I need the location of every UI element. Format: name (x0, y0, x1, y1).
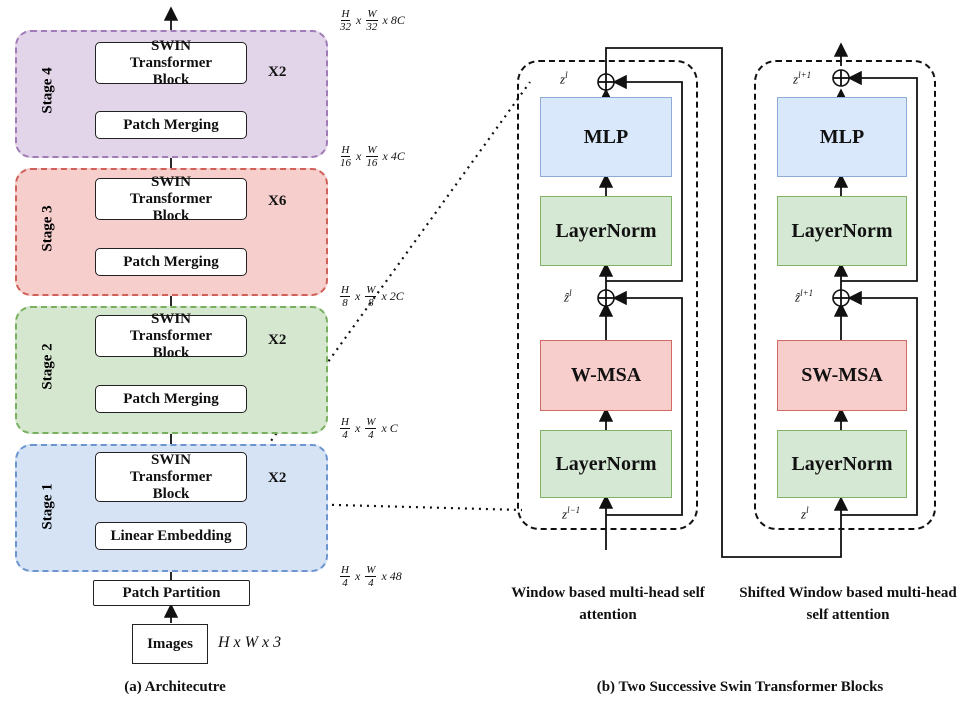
w-z-bottom: zl−1 (562, 505, 581, 522)
sw-layernorm-top: LayerNorm (777, 196, 907, 266)
sw-block-container (754, 60, 936, 530)
stage-3-swin-block: SWIN Transformer Block (95, 174, 247, 224)
caption-architecture: (a) Architecutre (124, 679, 226, 695)
sw-msa-box: SW-MSA (777, 340, 907, 411)
stage-1-linear-embedding: Linear Embedding (95, 522, 247, 550)
stage-1-swin-block: SWIN Transformer Block (95, 452, 247, 502)
sw-mlp-box: MLP (777, 97, 907, 177)
w-z-mid: ẑl (564, 288, 572, 305)
stage-4-multiplier: X2 (268, 64, 287, 80)
sw-z-mid: ẑl+1 (795, 288, 814, 305)
stage-4-patch-merging: Patch Merging (95, 111, 247, 139)
w-layernorm-top: LayerNorm (540, 196, 672, 266)
caption-w-block: Window based multi-head self attention (511, 585, 705, 623)
sw-z-top: zl+1 (793, 70, 812, 87)
input-dimension: H x W x 3 (218, 634, 282, 651)
w-z-top: zl (560, 70, 568, 87)
w-layernorm-bottom: LayerNorm (540, 430, 672, 498)
sw-layernorm-bottom: LayerNorm (777, 430, 907, 498)
stage-2-swin-block: SWIN Transformer Block (95, 311, 247, 361)
stage-3-multiplier: X6 (268, 193, 287, 209)
caption-sw-block: Shifted Window based multi-head self att… (739, 585, 957, 623)
caption-blocks: (b) Two Successive Swin Transformer Bloc… (596, 679, 884, 695)
stage-3-patch-merging: Patch Merging (95, 248, 247, 276)
patch-partition-box: Patch Partition (93, 580, 250, 606)
w-mlp-box: MLP (540, 97, 672, 177)
stage-2-patch-merging: Patch Merging (95, 385, 247, 413)
images-box: Images (132, 624, 208, 664)
stage-1-multiplier: X2 (268, 470, 287, 486)
w-msa-box: W-MSA (540, 340, 672, 411)
sw-z-bottom: zl (801, 505, 809, 522)
w-block-container (517, 60, 698, 530)
stage-4-swin-block: SWIN Transformer Block (95, 38, 247, 88)
stage-2-multiplier: X2 (268, 332, 287, 348)
